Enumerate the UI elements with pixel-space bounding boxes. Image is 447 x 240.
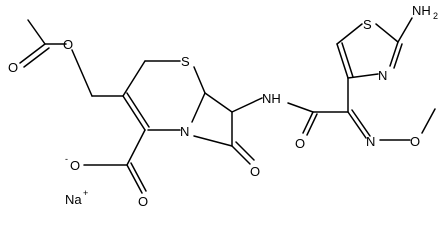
- atom-o-carboxylate: O: [70, 158, 80, 173]
- atom-n-ring: N: [180, 124, 189, 139]
- bond-coxime-n-double-b: [351, 109, 371, 137]
- bond-c7-nh: [231, 97, 263, 113]
- atom-nh-amide: NH: [262, 91, 281, 106]
- atom-na-charge: +: [83, 188, 88, 198]
- atom-o-oxime: O: [410, 134, 420, 149]
- bond-nh-camide: [287, 102, 314, 113]
- bond-n-c4thz: [347, 73, 379, 79]
- atom-s-ring: S: [181, 54, 190, 69]
- bond-camide-o-double-b: [306, 113, 318, 136]
- bond-c3-c4-double-a: [122, 95, 146, 131]
- atom-s-thiazole: S: [363, 17, 372, 32]
- bond-c2thz-n-double-b: [393, 43, 403, 69]
- atom-o-amide: O: [295, 136, 305, 151]
- bond-coxime-n-double-a: [347, 111, 367, 139]
- atom-n-thiazole: N: [378, 68, 387, 83]
- atom-o-ester: O: [63, 37, 73, 52]
- atom-o-carboxylate-charge: -: [65, 154, 68, 164]
- atom-o-acetyl-carbonyl: O: [8, 60, 18, 75]
- atom-nh2: NH: [412, 3, 431, 18]
- bond-c8-o-double-b: [235, 141, 255, 161]
- bond-ccooh-o-double-a: [126, 164, 143, 194]
- atom-o-carboxyl-double: O: [138, 194, 148, 209]
- bond-c6-n: [191, 92, 206, 123]
- bond-ch3-c: [27, 19, 46, 45]
- atom-na: Na: [65, 192, 82, 207]
- bond-s-c6: [193, 66, 206, 94]
- bond-c8-o-double-a: [231, 145, 251, 165]
- bond-c4thz-c5thz-double-b: [341, 42, 354, 78]
- bond-s-c2thz: [375, 23, 399, 43]
- bond-acetyl-c-o-double-a: [19, 43, 46, 64]
- bond-c8-n: [193, 135, 233, 147]
- bond-c4thz-c5thz-double-a: [336, 43, 349, 79]
- bond-c6-c7: [204, 92, 233, 113]
- bond-c5thz-s: [336, 23, 363, 45]
- atom-o-lactam: O: [250, 164, 260, 179]
- bond-c3-c2: [122, 60, 146, 97]
- atom-n-oxime: N: [366, 134, 375, 149]
- bond-c2thz-nh2: [397, 17, 413, 43]
- bond-ccooh-o-double-b: [130, 162, 147, 192]
- bond-acetyl-c-o-double-b: [23, 47, 50, 68]
- bond-c3-c4-double-b: [126, 92, 150, 128]
- bond-o-ch3-oxime: [421, 108, 436, 134]
- atom-nh2-subscript: 2: [433, 11, 438, 21]
- bond-camide-o-double-a: [302, 111, 314, 134]
- bond-c2thz-n-double-a: [389, 41, 399, 67]
- bond-o-ch2: [71, 49, 93, 97]
- bond-lines: [19, 17, 436, 194]
- atom-labels: O O S N NH O O O - O Na + NH 2 S N N O: [8, 3, 438, 209]
- chemical-structure-diagram: O O S N NH O O O - O Na + NH 2 S N N O: [8, 3, 438, 209]
- bond-c4-ccooh: [126, 129, 146, 166]
